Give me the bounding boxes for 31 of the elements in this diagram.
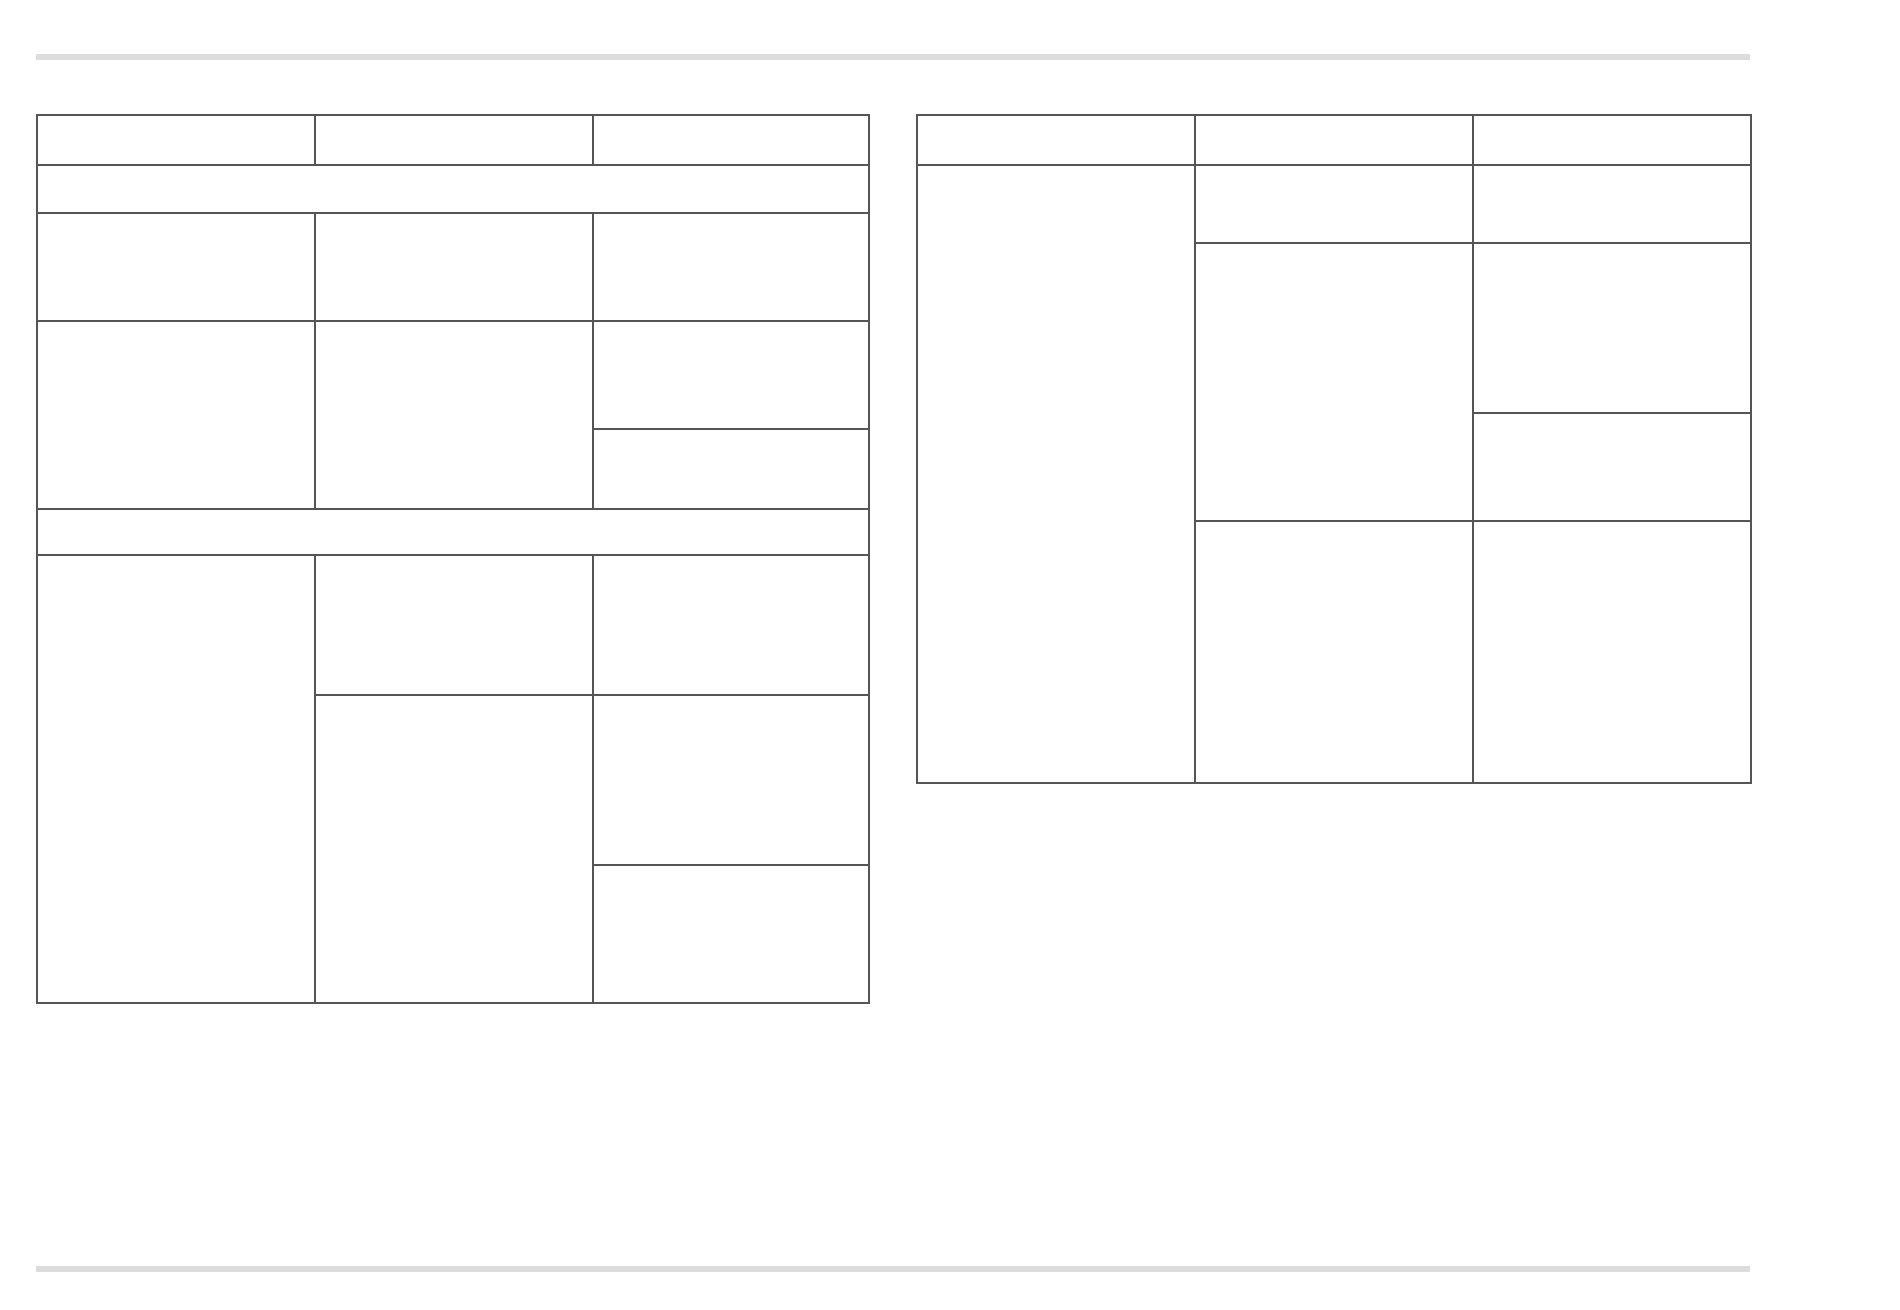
table-cell <box>1474 116 1750 164</box>
table-cell <box>1474 522 1750 782</box>
table-cell <box>316 322 592 508</box>
table-cell <box>594 696 868 864</box>
table-cell <box>594 430 868 508</box>
table-cell <box>594 556 868 694</box>
table-frame <box>916 114 1752 784</box>
table-cell <box>918 116 1194 164</box>
table-cell <box>38 556 314 1002</box>
table-cell <box>316 556 592 694</box>
table-cell <box>1196 244 1472 520</box>
table-cell <box>316 116 592 164</box>
table-cell <box>1196 116 1472 164</box>
table-cell <box>594 322 868 428</box>
table-cell <box>918 166 1194 782</box>
table-frame <box>36 114 870 1004</box>
table-cell <box>1474 244 1750 412</box>
table-cell <box>1196 522 1472 782</box>
table-cell <box>38 510 868 554</box>
table-cell <box>594 116 868 164</box>
table-cell <box>38 322 314 508</box>
table-cell <box>38 166 868 212</box>
table-cell <box>1196 166 1472 242</box>
table-cell <box>1474 414 1750 520</box>
table-cell <box>1474 166 1750 242</box>
table-cell <box>38 214 314 320</box>
table-cell <box>594 866 868 1002</box>
table-cell <box>316 696 592 1002</box>
table-cell <box>316 214 592 320</box>
table-cell <box>594 214 868 320</box>
table-cell <box>38 116 314 164</box>
